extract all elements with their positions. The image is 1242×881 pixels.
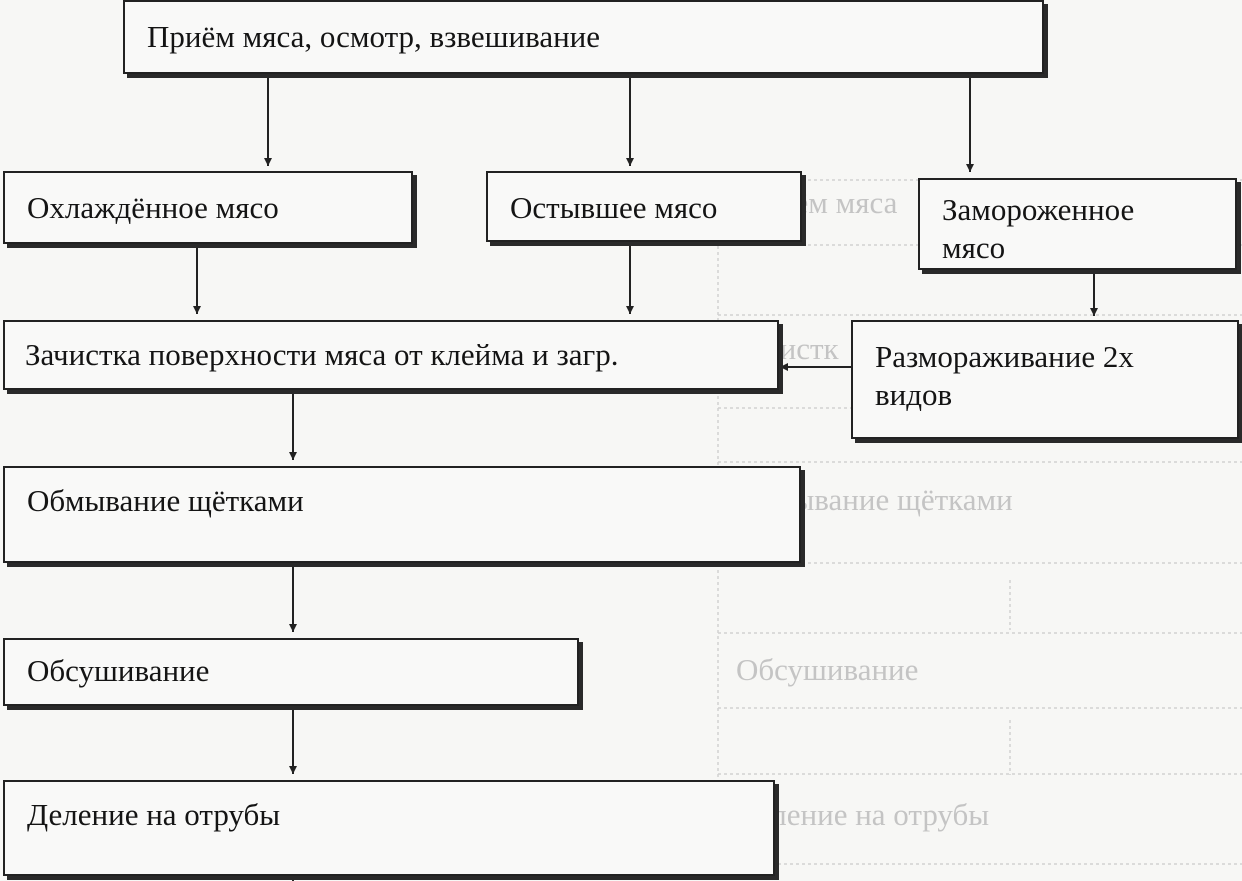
node-clean: Зачистка поверхности мяса от клейма и за… bbox=[3, 320, 779, 390]
node-chilled: Охлаждённое мясо bbox=[3, 171, 413, 244]
node-cooled: Остывшее мясо bbox=[486, 171, 802, 242]
node-wash: Обмывание щётками bbox=[3, 466, 801, 563]
ghost-cut: Деление на отрубы bbox=[736, 797, 990, 832]
node-dry: Обсушивание bbox=[3, 638, 579, 706]
node-frozen-label: Замороженное мясо bbox=[942, 192, 1135, 265]
node-receive: Приём мяса, осмотр, взвешивание bbox=[123, 0, 1044, 74]
node-clean-label: Зачистка поверхности мяса от клейма и за… bbox=[25, 337, 619, 372]
node-defrost: Размораживание 2х видов bbox=[851, 320, 1239, 439]
node-dry-label: Обсушивание bbox=[27, 653, 210, 688]
node-chilled-label: Охлаждённое мясо bbox=[27, 190, 279, 225]
ghost-dry: Обсушивание bbox=[736, 652, 919, 687]
node-receive-label: Приём мяса, осмотр, взвешивание bbox=[147, 19, 601, 54]
node-cut: Деление на отрубы bbox=[3, 780, 775, 876]
node-defrost-label: Размораживание 2х видов bbox=[875, 339, 1134, 412]
node-cut-label: Деление на отрубы bbox=[27, 797, 281, 832]
node-frozen: Замороженное мясо bbox=[918, 178, 1237, 270]
node-wash-label: Обмывание щётками bbox=[27, 483, 304, 518]
node-cooled-label: Остывшее мясо bbox=[510, 190, 718, 225]
